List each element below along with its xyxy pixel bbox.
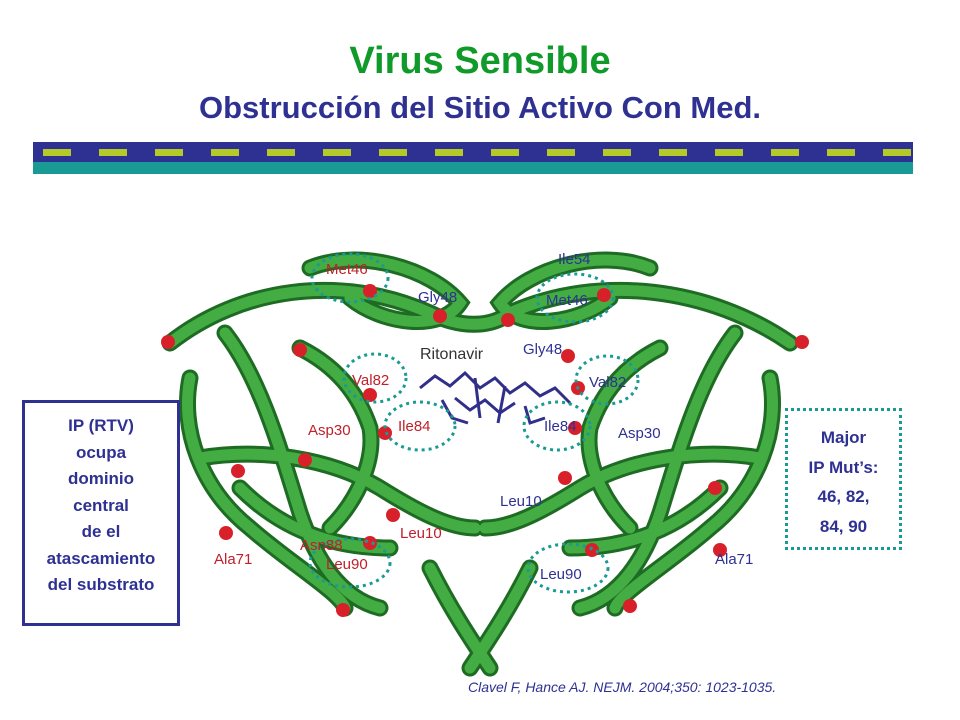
residue-label: Ala71 (715, 551, 753, 568)
residue-label: Val82 (589, 374, 626, 391)
residue-label: Asp30 (618, 425, 661, 442)
ribbon-group (161, 251, 799, 677)
box-line: atascamiento (46, 548, 156, 568)
residue-label: Met46 (546, 292, 588, 309)
box-line: ocupa (75, 442, 127, 462)
residue-label: Ile84 (544, 418, 577, 435)
decorative-band (33, 142, 913, 174)
citation: Clavel F, Hance AJ. NEJM. 2004;350: 1023… (468, 679, 777, 695)
rtv-description-box: IP (RTV) ocupa dominio central de el ata… (22, 400, 180, 626)
residue-label: Met46 (326, 261, 368, 278)
residue-label: Gly48 (523, 341, 562, 358)
box-line: IP (RTV) (68, 416, 134, 435)
residue-label: Val82 (352, 372, 389, 389)
protease-structure-figure: Ritonavir Met46 Ile54 Gly48 Met46 Gly48 … (161, 251, 809, 677)
box-line: central (73, 495, 129, 515)
box-line: del substrato (47, 575, 155, 594)
residue-spheres (161, 284, 809, 617)
residue-label: Ala71 (214, 551, 252, 568)
box-line: Major (820, 428, 867, 447)
ligand-label: Ritonavir (420, 346, 484, 363)
major-mutations-box: Major IP Mut’s: 46, 82, 84, 90 (785, 408, 902, 550)
slide-subtitle: Obstrucción del Sitio Activo Con Med. (198, 90, 762, 125)
slide-title: Virus Sensible (349, 40, 611, 82)
residue-label: Leu90 (540, 566, 582, 583)
box-line: 46, 82, (817, 487, 870, 506)
residue-label: Asn88 (300, 537, 343, 554)
box-line: 84, 90 (819, 516, 868, 536)
residue-label: Leu90 (326, 556, 368, 573)
box-line: IP Mut’s: (808, 457, 879, 477)
residue-label: Ile54 (558, 251, 591, 268)
ritonavir-ligand (419, 370, 572, 425)
residue-label: Leu10 (400, 525, 442, 542)
residue-label: Ile84 (398, 418, 431, 435)
mutation-highlights (308, 252, 640, 594)
residue-label: Leu10 (500, 493, 542, 510)
residue-label: Gly48 (418, 289, 457, 306)
box-line: de el (81, 522, 121, 541)
box-line: dominio (67, 469, 135, 488)
residue-label: Asp30 (308, 422, 351, 439)
